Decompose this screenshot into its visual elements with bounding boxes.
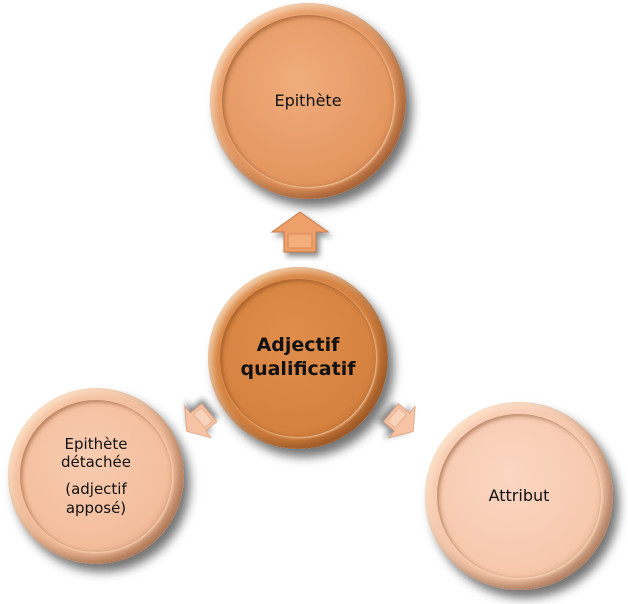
node-adjectif-qualificatif: Adjectif qualificatif [208,267,388,449]
node-label-line1: Adjectif [256,334,340,357]
node-label-line2: détachée [60,453,132,472]
node-label-line2: qualificatif [240,358,356,380]
node-label: Epithète [274,91,342,110]
node-epithete-detachee: Epithète détachée (adjectif apposé) [8,388,184,564]
arrow-up-icon [270,211,330,253]
node-epithete: Epithète [210,3,406,199]
node-rim [20,400,172,552]
node-label-line4: apposé) [65,498,127,517]
node-label: Attribut [488,486,550,505]
arrow-down-left-icon [184,403,218,439]
node-label-line3: (adjectif [65,480,127,498]
node-label-line1: Epithète [64,434,128,453]
arrow-down-right-icon [382,403,416,439]
node-attribut: Attribut [425,402,613,590]
